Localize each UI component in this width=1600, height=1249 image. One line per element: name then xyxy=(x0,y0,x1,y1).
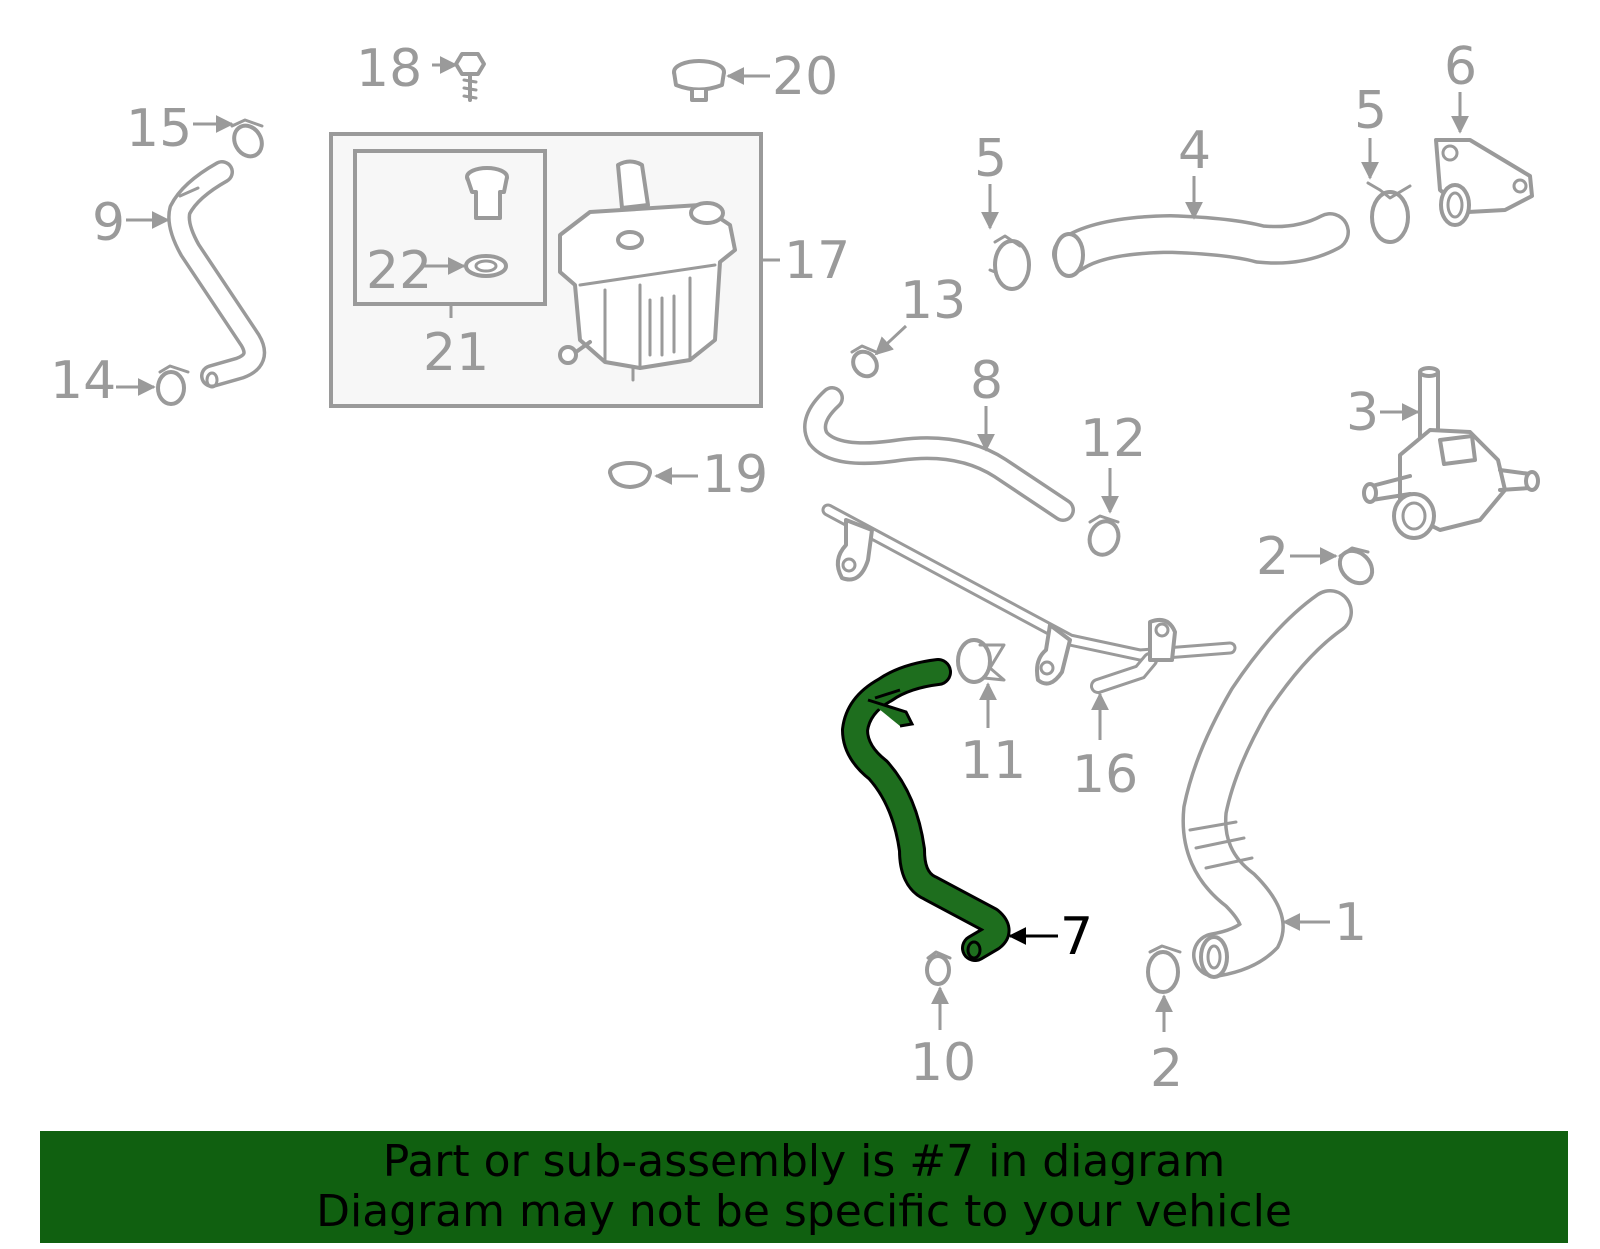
callout-18: 18 xyxy=(356,39,422,99)
callout-6: 6 xyxy=(1444,37,1477,97)
grommet xyxy=(672,59,726,102)
hose-4 xyxy=(1052,212,1350,278)
pipe-16 xyxy=(821,503,1237,694)
callout-12: 12 xyxy=(1080,409,1146,469)
callout-15: 15 xyxy=(126,99,192,159)
clamp-2-upper xyxy=(1337,546,1375,586)
callout-11: 11 xyxy=(960,731,1026,791)
clamp-5-left xyxy=(988,234,1031,291)
clamp-10 xyxy=(925,950,952,986)
callout-5-right: 5 xyxy=(1354,81,1387,141)
callout-20: 20 xyxy=(772,47,838,107)
callout-10: 10 xyxy=(910,1033,976,1093)
callout-9: 9 xyxy=(92,193,125,253)
clamp-15 xyxy=(230,118,264,159)
info-banner: Part or sub-assembly is #7 in diagram Di… xyxy=(40,1131,1568,1243)
banner-line-2: Diagram may not be specific to your vehi… xyxy=(316,1186,1292,1237)
callout-2-lower: 2 xyxy=(1150,1039,1183,1099)
bolt xyxy=(454,52,486,102)
clamp-11 xyxy=(956,638,1006,684)
hose-8 xyxy=(803,386,1075,522)
callout-2-upper: 2 xyxy=(1256,527,1289,587)
coolant-reservoir-tank xyxy=(558,159,737,382)
hose-1 xyxy=(1181,589,1353,979)
leader-lines xyxy=(116,56,1469,1032)
clamp-5-right xyxy=(1366,181,1412,244)
callout-labels: 18 20 15 9 22 21 17 14 13 5 4 5 6 3 8 12… xyxy=(50,37,1477,1099)
clamp-13 xyxy=(850,344,879,379)
callout-16: 16 xyxy=(1072,745,1138,805)
thermostat-housing-3 xyxy=(1362,366,1540,540)
callout-1: 1 xyxy=(1334,893,1367,953)
clamp-2-lower xyxy=(1146,944,1182,994)
callout-8: 8 xyxy=(970,351,1003,411)
callout-17: 17 xyxy=(784,231,850,291)
banner-line-1: Part or sub-assembly is #7 in diagram xyxy=(382,1136,1226,1187)
callout-21: 21 xyxy=(423,323,489,383)
water-outlet-6 xyxy=(1434,138,1534,227)
callout-5-left: 5 xyxy=(974,129,1007,189)
grommet-small xyxy=(608,461,652,489)
callout-3: 3 xyxy=(1346,383,1379,443)
callout-7-highlighted: 7 xyxy=(1060,907,1093,967)
clamp-12 xyxy=(1087,514,1121,557)
reservoir-cap-and-seal xyxy=(464,166,509,278)
callout-4: 4 xyxy=(1178,121,1211,181)
callout-14: 14 xyxy=(50,351,116,411)
callout-19: 19 xyxy=(702,445,768,505)
callout-13: 13 xyxy=(900,271,966,331)
hose-7-highlighted xyxy=(841,658,1011,962)
clamp-14 xyxy=(156,364,190,406)
hose-9 xyxy=(167,160,267,389)
callout-22: 22 xyxy=(366,241,432,301)
